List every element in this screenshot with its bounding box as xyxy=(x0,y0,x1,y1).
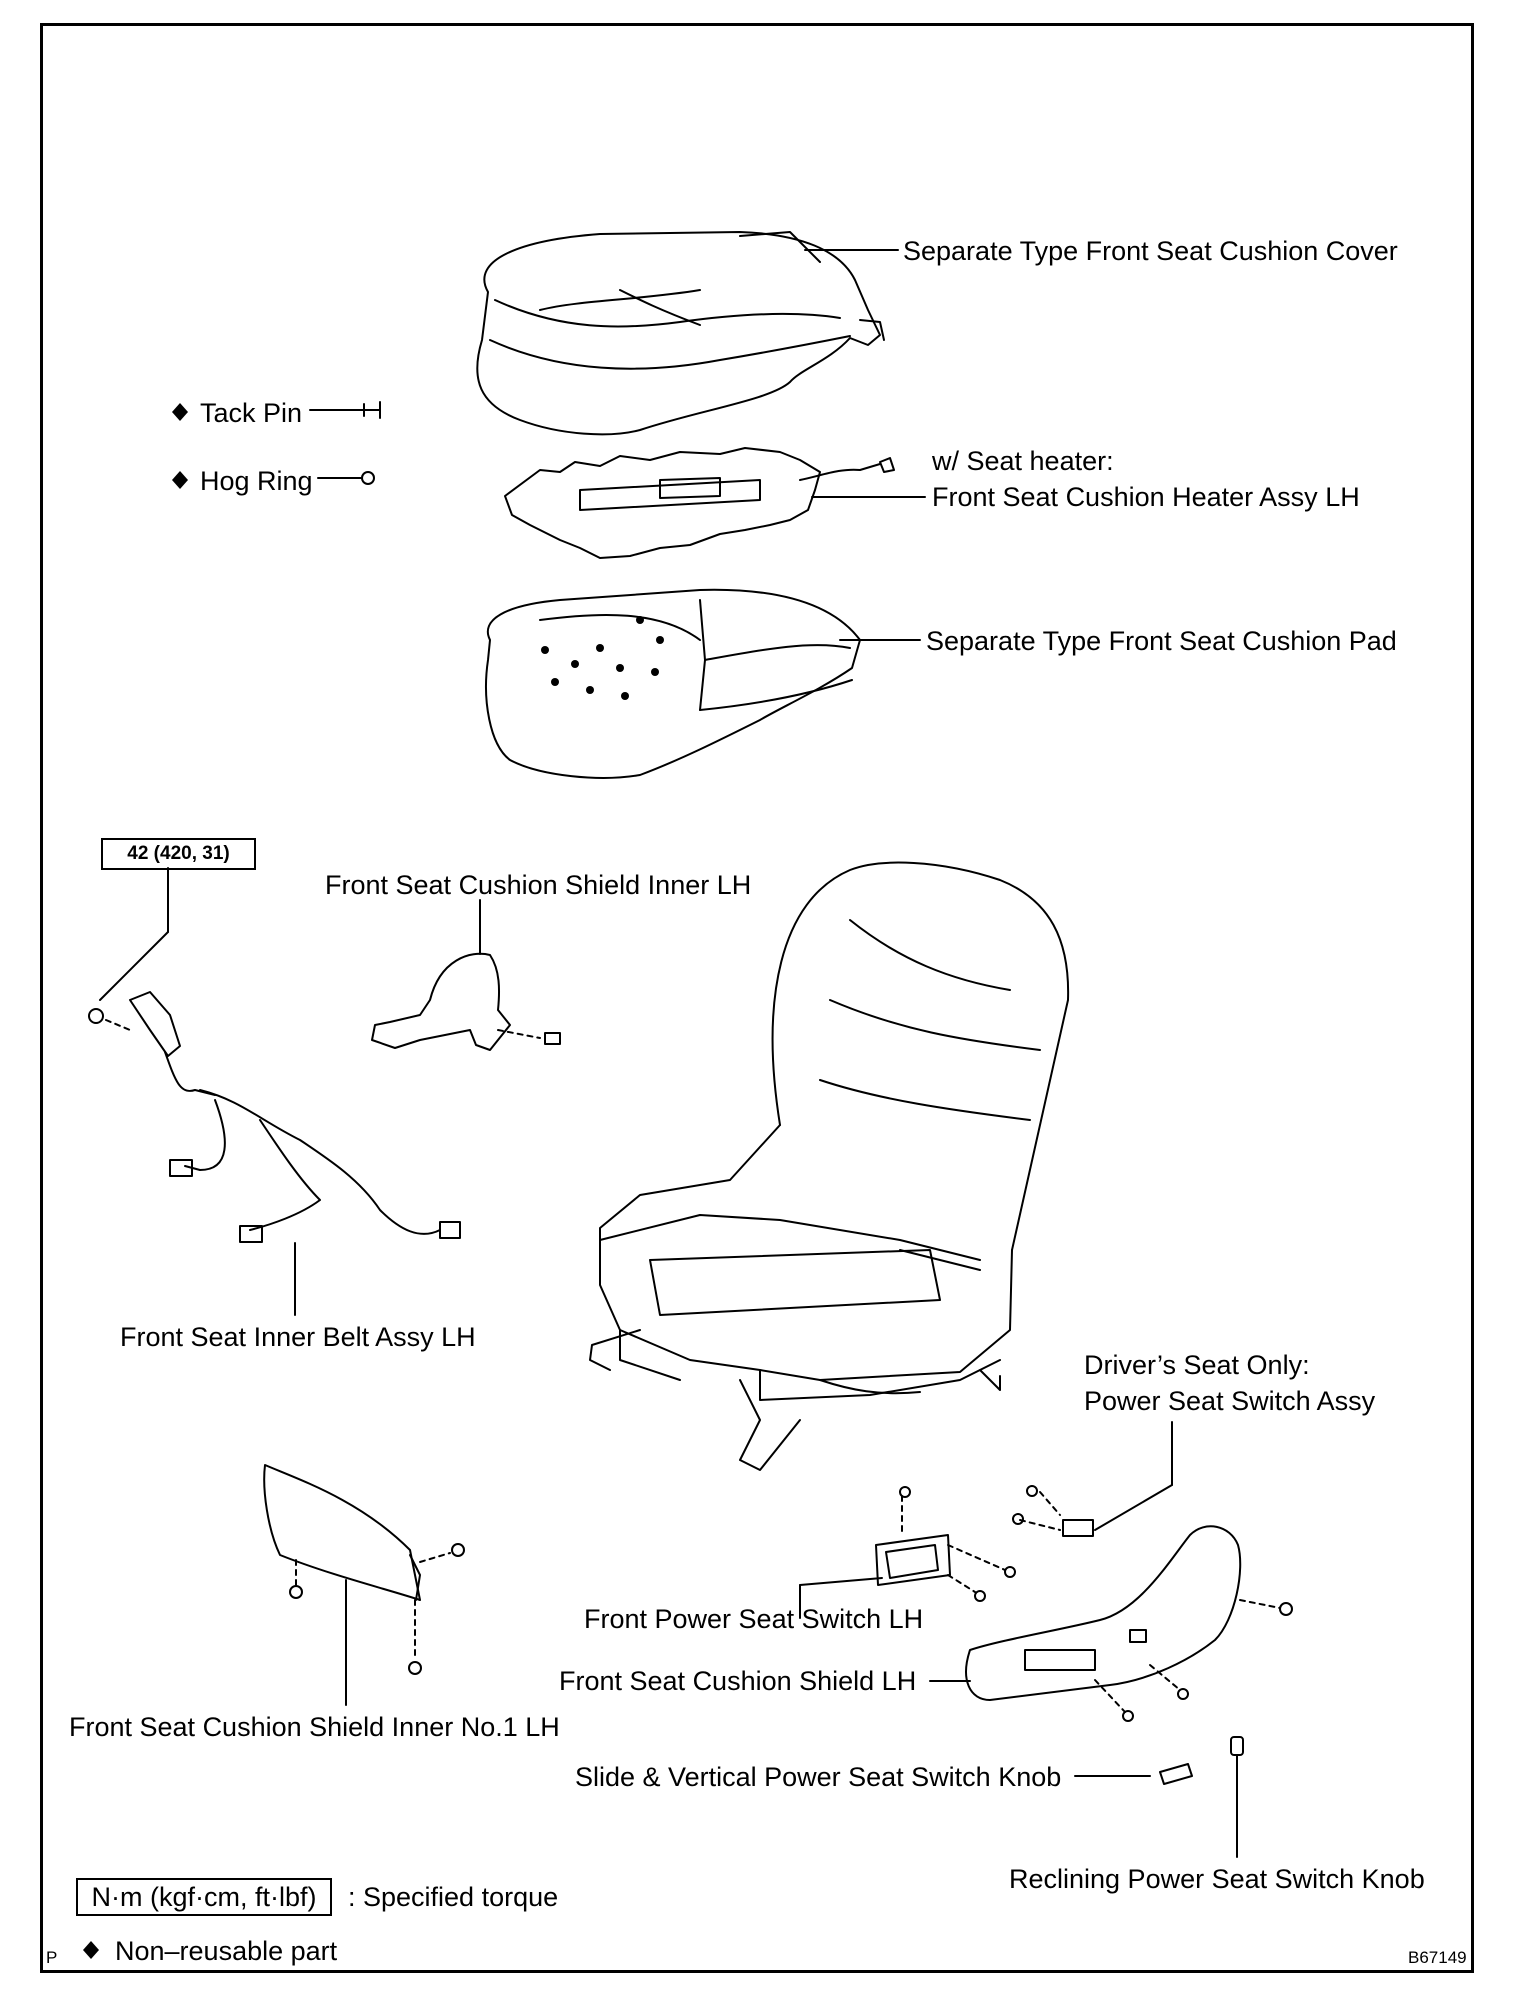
diamond-icon xyxy=(83,403,188,1959)
nonreusable-legend-text: Non–reusable part xyxy=(115,1936,338,1966)
reclining-knob-label: Reclining Power Seat Switch Knob xyxy=(1009,1864,1425,1894)
power-switch-assy-label: Power Seat Switch Assy xyxy=(1084,1386,1376,1416)
tack-pin-label: Tack Pin xyxy=(200,398,303,428)
reclining-knob-part xyxy=(1230,1736,1244,1858)
tack-pin-icon xyxy=(359,401,381,419)
power-switch-assy-part xyxy=(1012,1485,1094,1537)
hog-ring-icon xyxy=(361,471,375,485)
front-power-switch-label: Front Power Seat Switch LH xyxy=(584,1604,924,1634)
torque-legend-box: N·m (kgf·cm, ft·lbf) xyxy=(76,1878,332,1916)
diagram-frame xyxy=(40,23,1474,1973)
slide-knob-part xyxy=(1074,1763,1193,1785)
heater-assy-part xyxy=(504,447,895,559)
corner-letter: P xyxy=(46,1948,58,1967)
leader-lines-top xyxy=(309,249,926,641)
seat-heater-note: w/ Seat heater: xyxy=(932,446,1114,476)
hog-ring-label: Hog Ring xyxy=(200,466,313,496)
cushion-pad-part xyxy=(485,588,861,779)
shield-inner-no1-part xyxy=(263,1464,465,1706)
torque-legend-text: : Specified torque xyxy=(348,1882,559,1912)
shield-inner-part xyxy=(371,899,561,1051)
front-power-switch-part xyxy=(799,1486,1016,1619)
cushion-pad-label: Separate Type Front Seat Cushion Pad xyxy=(926,626,1397,656)
cushion-shield-part xyxy=(929,1525,1293,1722)
shield-inner-label: Front Seat Cushion Shield Inner LH xyxy=(325,870,752,900)
inner-belt-part xyxy=(88,867,461,1316)
shield-inner-no1-label: Front Seat Cushion Shield Inner No.1 LH xyxy=(69,1712,560,1742)
cushion-cover-part xyxy=(476,231,885,436)
slide-knob-label: Slide & Vertical Power Seat Switch Knob xyxy=(575,1762,1062,1792)
cushion-shield-label: Front Seat Cushion Shield LH xyxy=(559,1666,917,1696)
figure-code: B67149 xyxy=(1408,1948,1467,1967)
torque-spec-box: 42 (420, 31) xyxy=(101,838,256,870)
cushion-cover-label: Separate Type Front Seat Cushion Cover xyxy=(903,236,1398,266)
inner-belt-label: Front Seat Inner Belt Assy LH xyxy=(120,1322,476,1352)
seat-frame-part xyxy=(589,861,1070,1471)
switch-assy-leader-2 xyxy=(1094,1484,1173,1531)
drivers-only-label: Driver’s Seat Only: xyxy=(1084,1350,1310,1380)
heater-assy-label: Front Seat Cushion Heater Assy LH xyxy=(932,482,1360,512)
